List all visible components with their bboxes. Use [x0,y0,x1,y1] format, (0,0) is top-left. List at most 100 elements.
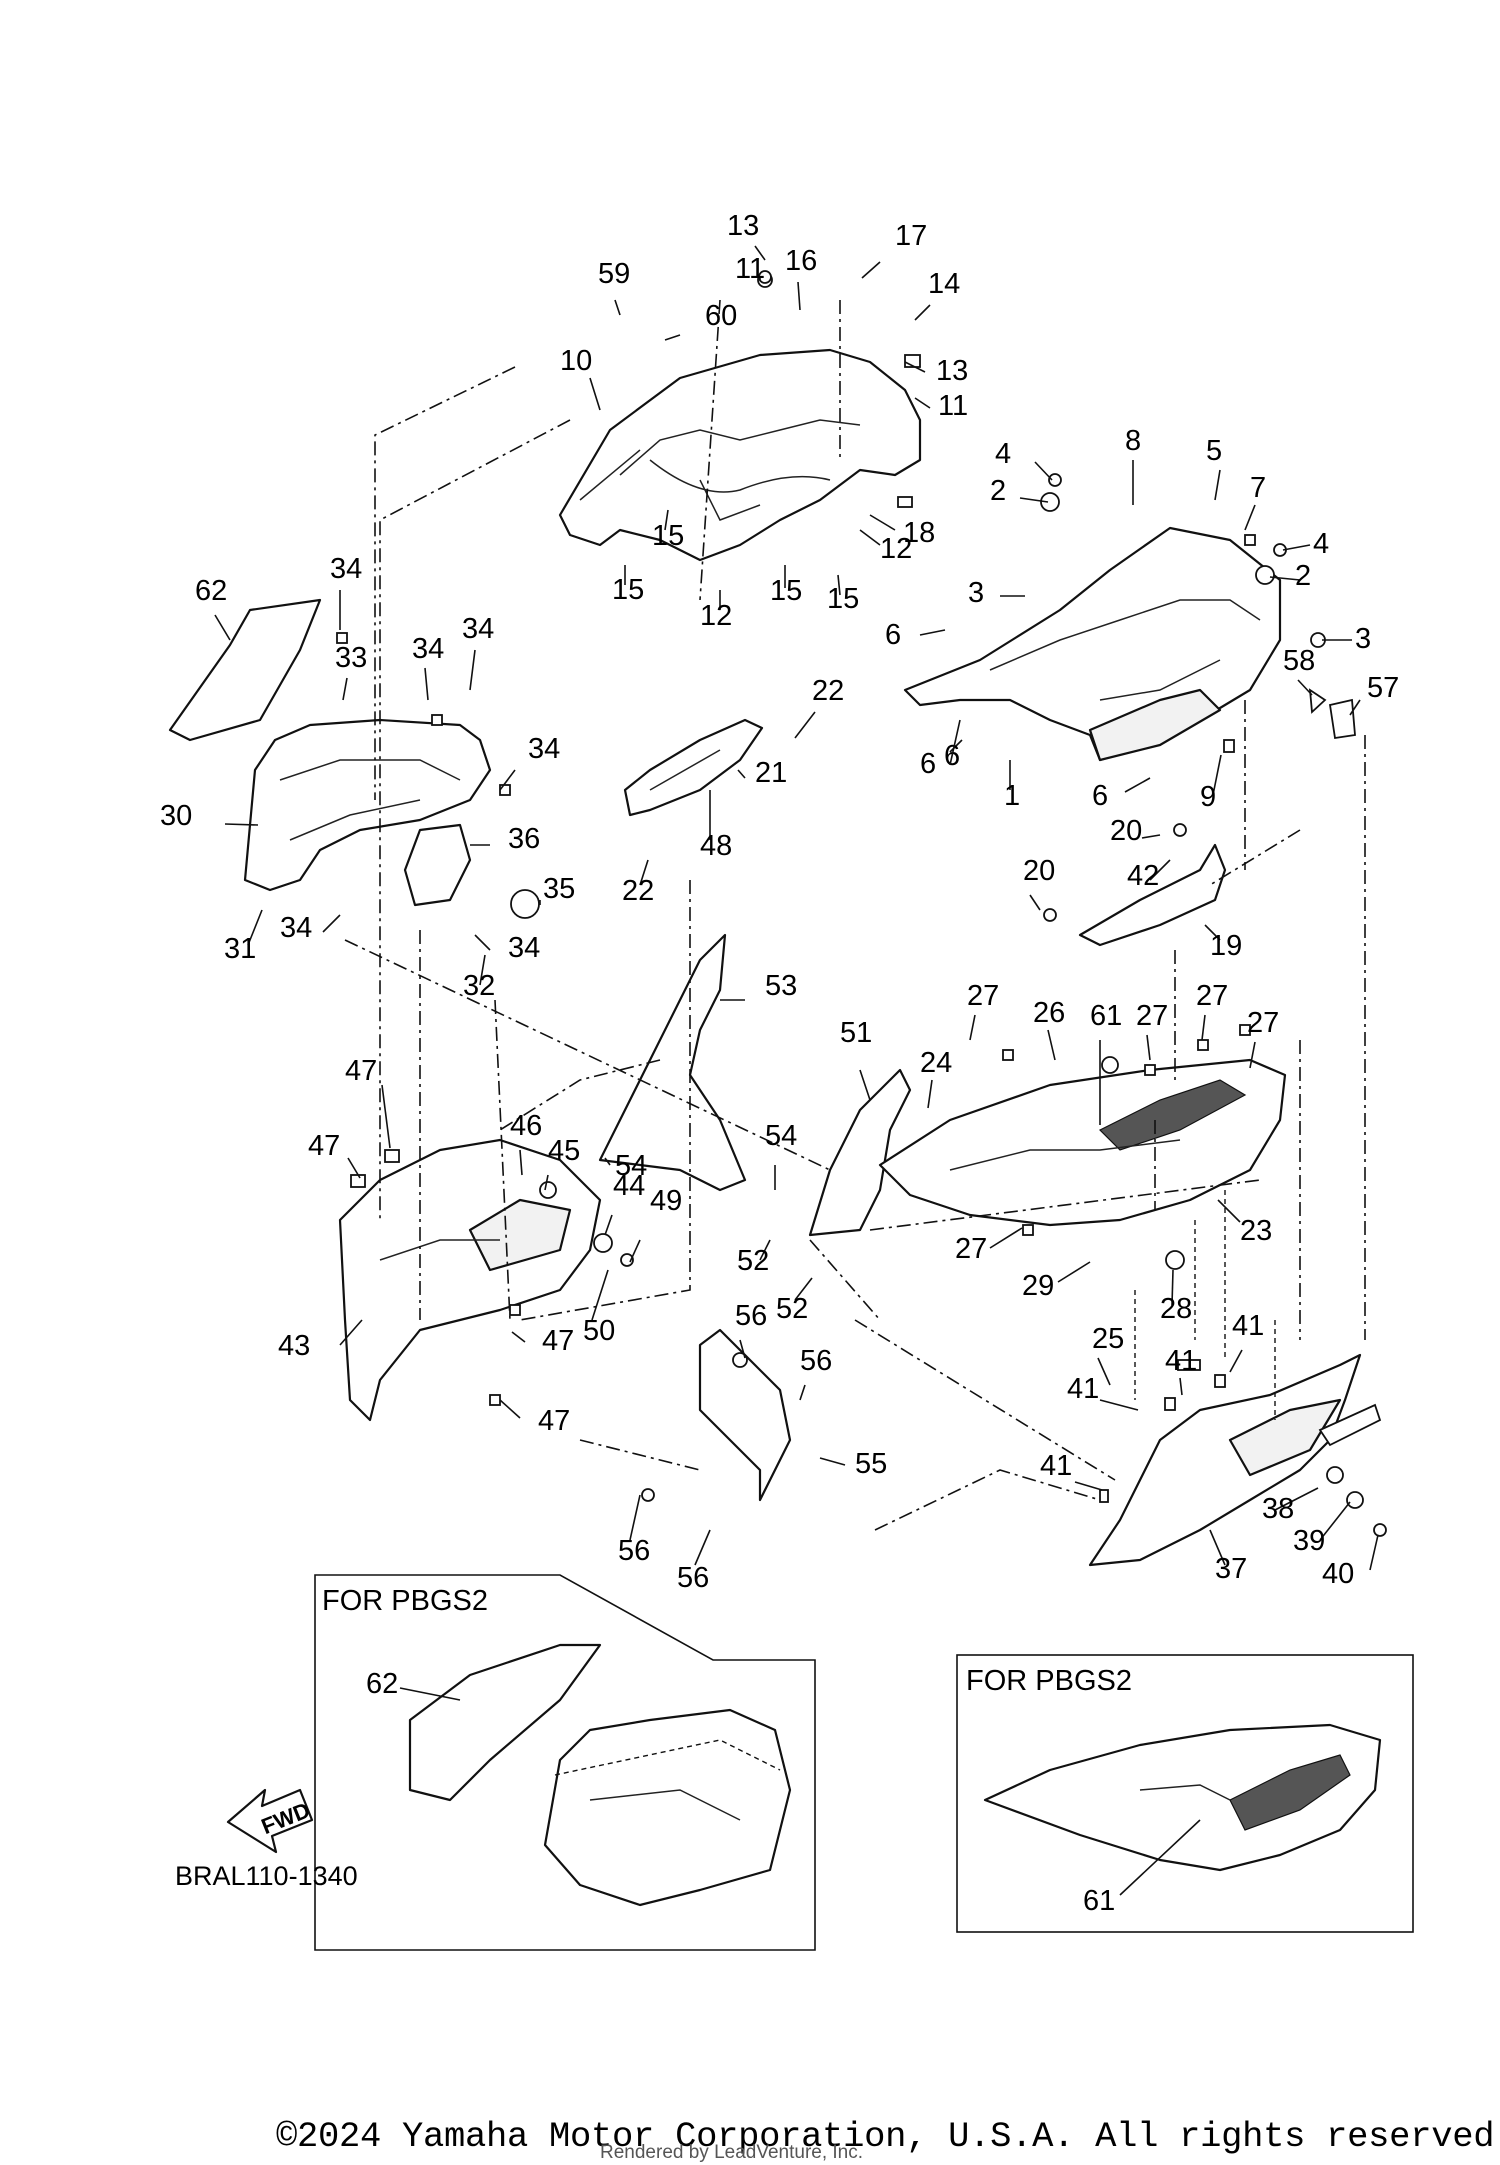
callout-number: 3 [968,577,984,609]
callout-number: 2 [990,475,1006,507]
callout-number: 2 [1295,560,1311,592]
part-62-panel [168,598,322,742]
callout-number: 27 [1136,1000,1168,1032]
callout-number: 4 [995,438,1011,470]
inset-callout-61: 61 [1083,1885,1115,1917]
callout-7: 7 [1244,472,1266,531]
callout-number: 15 [652,520,684,552]
callout-2: 2 [990,475,1049,507]
callout-number: 49 [650,1185,682,1217]
callout-number: 27 [967,980,999,1012]
callout-number: 54 [765,1120,797,1152]
callout-58: 58 [1283,645,1315,696]
callout-number: 23 [1240,1215,1272,1247]
callout-56: 56 [735,1300,767,1359]
callout-number: 13 [936,355,968,387]
callout-44: 44 [604,1170,645,1236]
callout-41: 41 [1165,1345,1197,1396]
callout-31: 31 [224,909,263,965]
part-51-panel [808,1068,912,1237]
inset-panel-62: FOR PBGS2 62 [314,1574,816,1951]
callout-number: 30 [160,800,192,832]
callout-3: 3 [1322,623,1371,655]
callout-number: 18 [903,517,935,549]
inset-panel-61: FOR PBGS2 61 [956,1654,1414,1933]
callout-number: 34 [508,932,540,964]
callout-number: 15 [612,574,644,606]
callout-number: 38 [1262,1493,1294,1525]
callout-number: 47 [538,1405,570,1437]
part-19-strip [1078,843,1227,947]
callout-number: 35 [543,873,575,905]
callout-23: 23 [1217,1199,1272,1247]
callout-34: 34 [499,733,560,791]
callout-number: 12 [880,533,912,565]
callout-15: 15 [770,565,802,607]
callout-35: 35 [539,873,575,905]
callout-number: 32 [463,970,495,1002]
callout-27: 27 [955,1227,1023,1265]
callout-number: 6 [920,748,936,780]
callout-51: 51 [840,1017,872,1101]
callout-11: 11 [735,253,765,285]
callout-number: 26 [1033,997,1065,1029]
callout-number: 37 [1215,1553,1247,1585]
callout-number: 36 [508,823,540,855]
callout-number: 45 [548,1135,580,1167]
callout-number: 15 [770,575,802,607]
part-1-side-cover [903,526,1282,762]
callout-56: 56 [799,1345,832,1401]
part-55-under-fairing [698,1328,792,1502]
callout-number: 22 [622,875,654,907]
callout-47: 47 [308,1130,361,1179]
callout-61: 61 [1090,1000,1122,1125]
callout-20: 20 [1110,815,1161,847]
part-43-lower-fairing [338,1138,602,1422]
callout-number: 40 [1322,1558,1354,1590]
callout-4: 4 [1282,528,1329,560]
callout-number: 9 [1200,781,1216,813]
part-57-bracket [1328,698,1356,740]
callout-33: 33 [335,642,367,701]
callout-30: 30 [160,800,259,832]
callout-number: 46 [510,1110,542,1142]
callout-6: 6 [1092,777,1151,812]
callout-20: 20 [1023,855,1055,911]
copyright-text: ©2024 Yamaha Motor Corporation, U.S.A. A… [276,2116,1500,2157]
callout-22: 22 [794,675,844,739]
callout-number: 27 [1247,1007,1279,1039]
callout-number: 34 [330,553,362,585]
callout-43: 43 [278,1319,363,1362]
callout-number: 19 [1210,930,1242,962]
callout-number: 47 [308,1130,340,1162]
callout-number: 34 [412,633,444,665]
callout-53: 53 [720,970,797,1002]
part-21-bracket [623,718,764,817]
callout-number: 7 [1250,472,1266,504]
callout-34: 34 [280,912,341,944]
callout-number: 29 [1022,1270,1054,1302]
callout-number: 41 [1067,1373,1099,1405]
callout-number: 6 [885,619,901,651]
callout-number: 62 [195,575,227,607]
callout-number: 39 [1293,1525,1325,1557]
callout-12: 12 [700,590,732,632]
callout-29: 29 [1022,1261,1091,1302]
callout-number: 15 [827,583,859,615]
callout-54: 54 [765,1120,797,1190]
callout-46: 46 [510,1110,542,1176]
callout-59: 59 [598,258,630,316]
callout-37: 37 [1209,1529,1247,1585]
callout-number: 1 [1004,780,1020,812]
callout-number: 44 [613,1170,645,1202]
callout-6: 6 [920,719,961,780]
rendered-by-text: Rendered by LeadVenture, Inc. [600,2142,864,2163]
callout-number: 34 [462,613,494,645]
callout-number: 56 [677,1562,709,1594]
callout-34: 34 [330,553,362,630]
callout-3: 3 [968,577,1025,609]
callout-32: 32 [463,954,495,1002]
callout-number: 22 [812,675,844,707]
callout-number: 10 [560,345,592,377]
